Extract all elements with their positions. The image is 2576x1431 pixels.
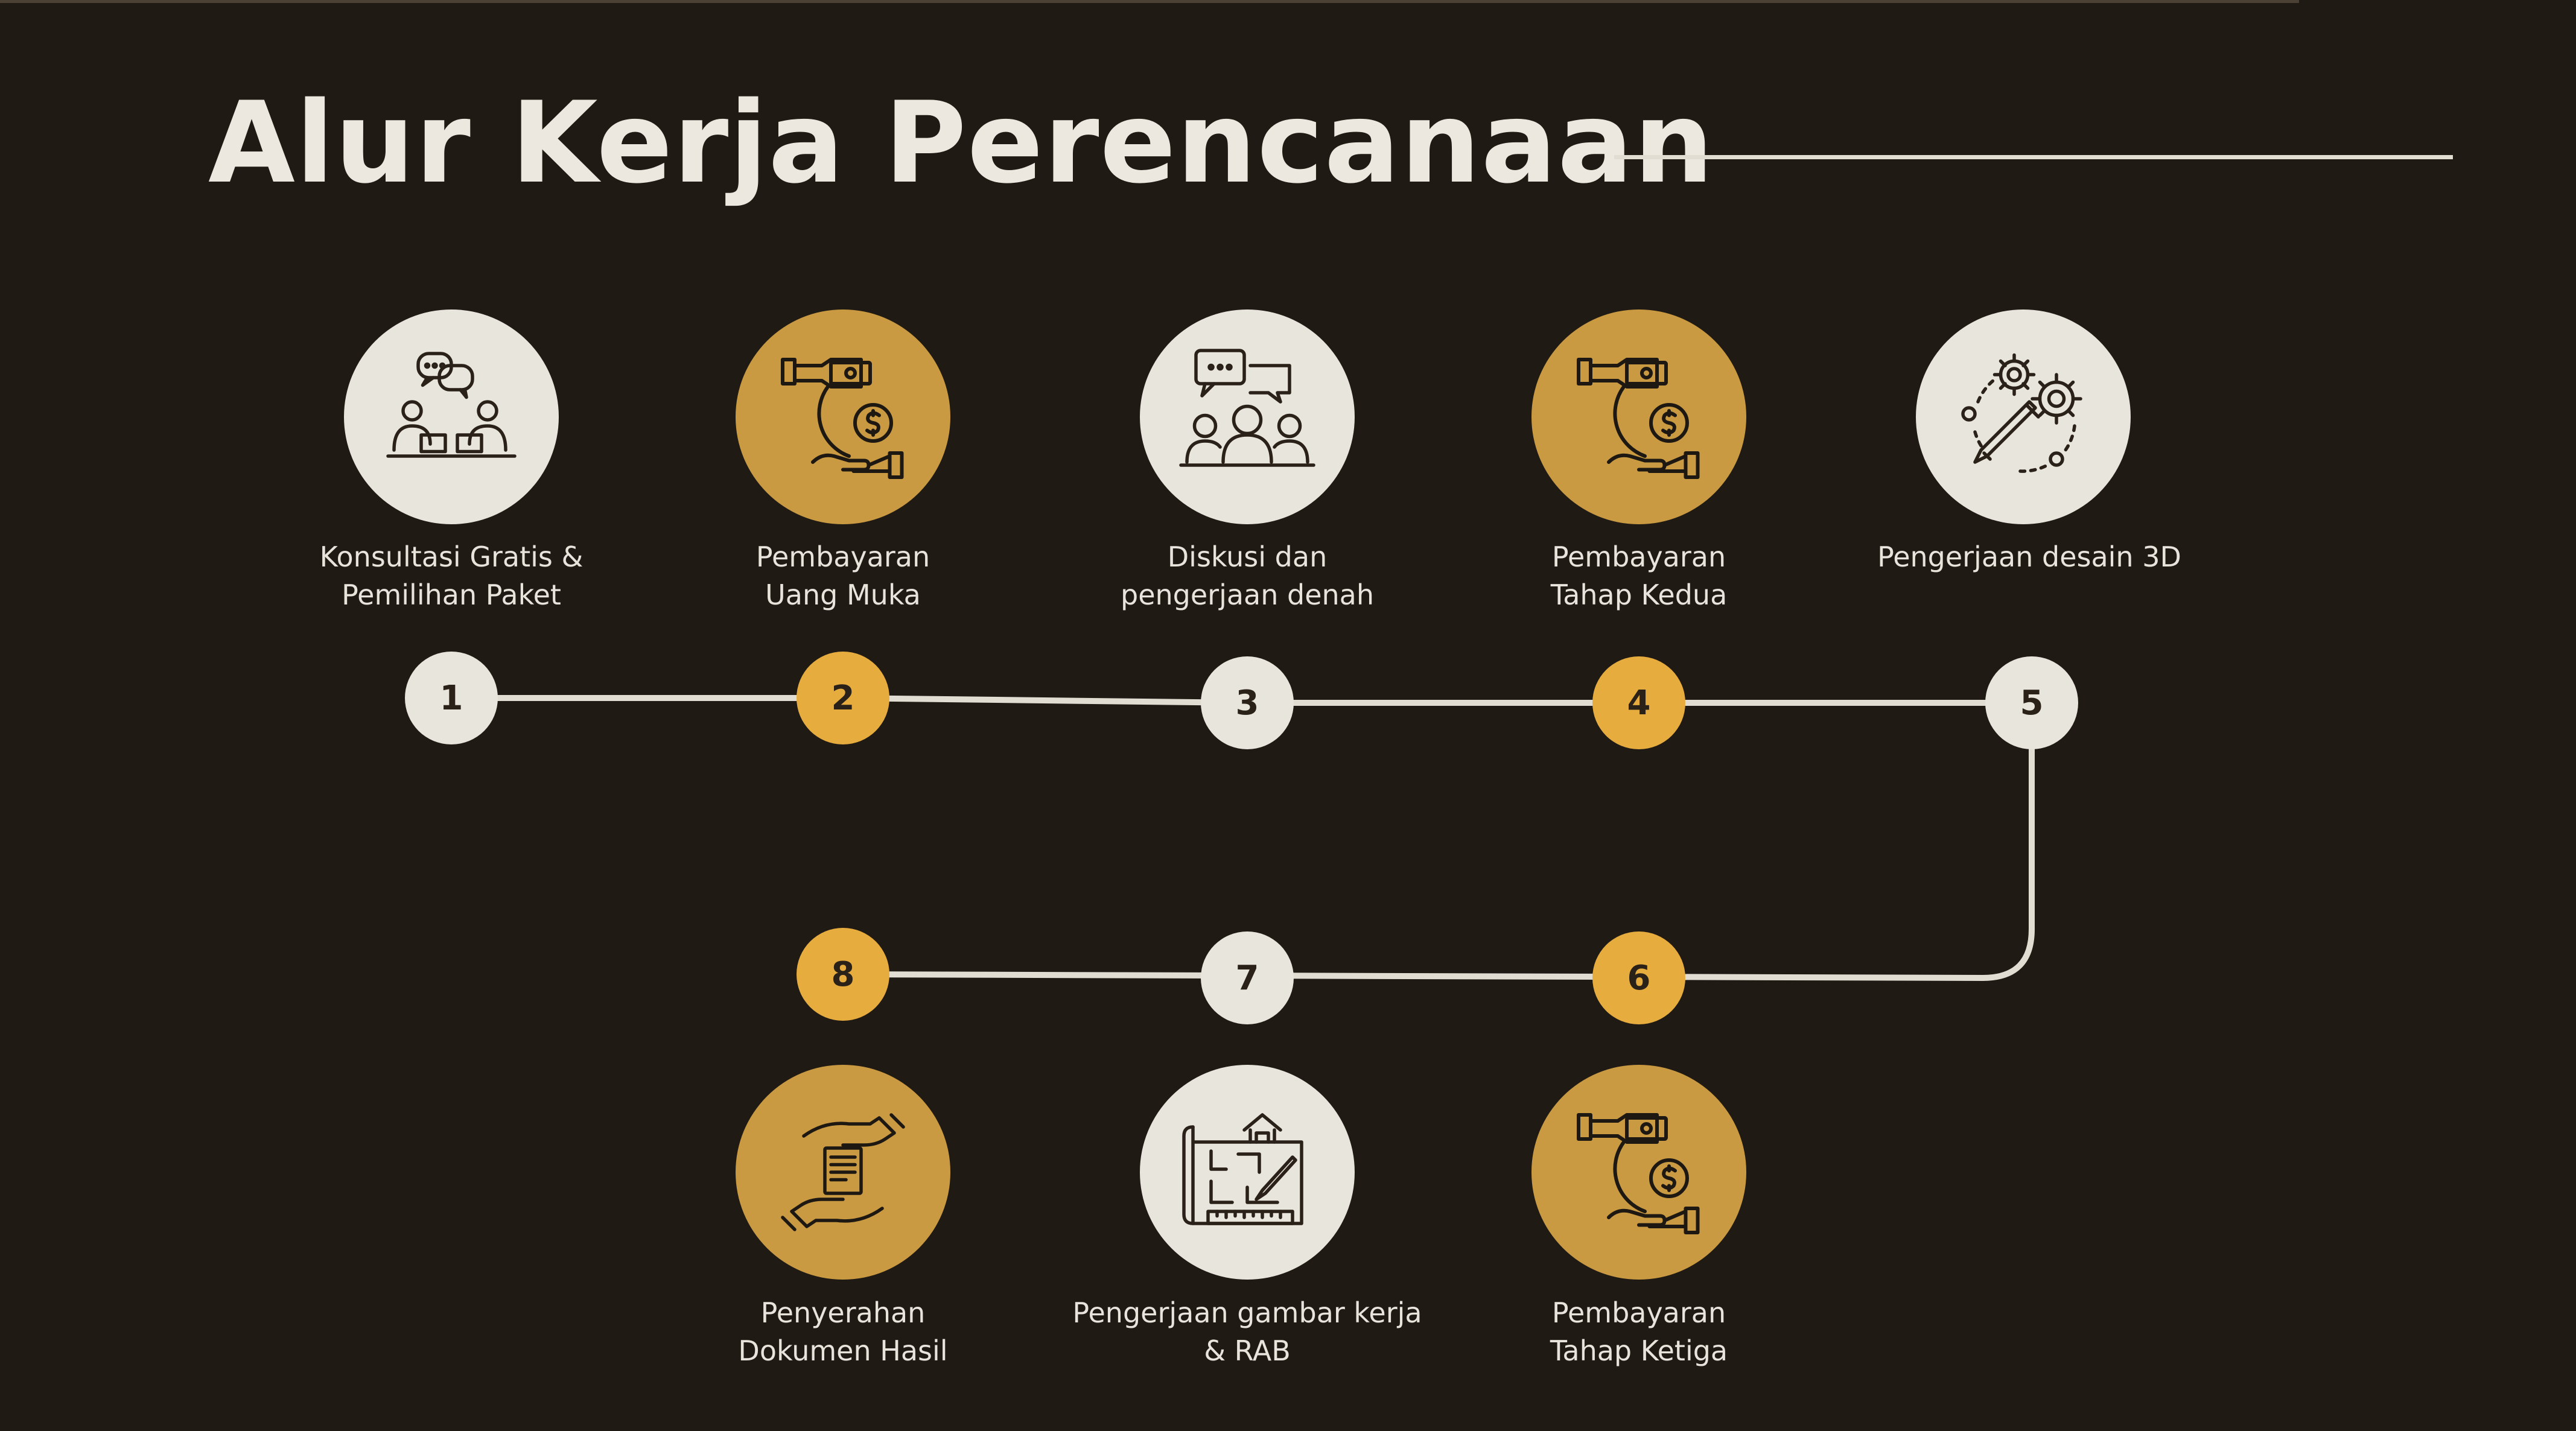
- step-7-node: 7: [1201, 931, 1294, 1024]
- step-2-node: 2: [797, 652, 889, 744]
- step-6-label: Pembayaran Tahap Ketiga: [1550, 1296, 1728, 1367]
- step-5-icon-circle: [1916, 309, 2131, 524]
- document-handover-icon: [781, 1113, 905, 1231]
- step-7-icon-circle: [1140, 1065, 1355, 1280]
- step-2-label: Pembayaran Uang Muka: [755, 541, 930, 611]
- step-3-icon-circle: [1140, 309, 1355, 524]
- step-8-node: 8: [797, 928, 889, 1021]
- step-1-node: 1: [405, 652, 498, 744]
- title-rule: [1614, 155, 2453, 159]
- blueprint-icon: [1182, 1113, 1303, 1225]
- step-4-node: 4: [1592, 656, 1685, 749]
- step-7-label: Pengerjaan gambar kerja & RAB: [1072, 1296, 1422, 1367]
- step-8-label: Penyerahan Dokumen Hasil: [738, 1296, 948, 1367]
- step-4-icon-circle: [1531, 309, 1746, 524]
- consultation-icon: [386, 352, 517, 458]
- step-3-label: Diskusi dan pengerjaan denah: [1121, 541, 1374, 611]
- step-6-node: 6: [1592, 931, 1685, 1024]
- design-gears-icon: [1961, 353, 2082, 473]
- step-2-icon-circle: [736, 309, 950, 524]
- payment-icon: [1577, 1113, 1700, 1234]
- discussion-icon: [1179, 349, 1315, 467]
- page-title: Alur Kerja Perencanaan: [208, 77, 1714, 208]
- step-4-label: Pembayaran Tahap Kedua: [1550, 541, 1728, 611]
- step-1-label: Konsultasi Gratis & Pemilihan Paket: [319, 541, 584, 611]
- step-1-icon-circle: [344, 309, 559, 524]
- step-5-label: Pengerjaan desain 3D: [1877, 541, 2181, 573]
- step-8-icon-circle: [736, 1065, 950, 1280]
- step-3-node: 3: [1201, 656, 1294, 749]
- step-6-icon-circle: [1531, 1065, 1746, 1280]
- top-edge-line: [0, 0, 2299, 3]
- payment-icon: [781, 358, 904, 479]
- payment-icon: [1577, 358, 1700, 479]
- step-5-node: 5: [1985, 656, 2078, 749]
